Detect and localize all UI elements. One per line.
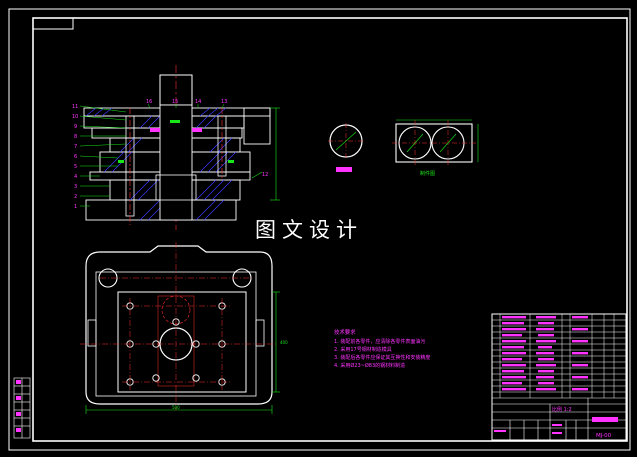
callout-15: 15 <box>172 99 178 105</box>
watermark: 图文设计 <box>255 218 363 242</box>
title-block: 比例 1:2 MJ-00 <box>491 313 627 441</box>
callout-10: 10 <box>72 114 78 120</box>
plan-view: 500 400 <box>80 242 288 414</box>
callout-11: 11 <box>72 104 78 110</box>
section-view: 11 10 9 8 7 6 5 4 3 2 1 16 15 14 13 12 <box>72 65 280 230</box>
callout-6: 6 <box>74 154 77 160</box>
drawing-frame <box>8 8 631 451</box>
note-2: 2. 采用17号钢材制造模具 <box>334 346 392 353</box>
callout-12: 12 <box>262 172 268 178</box>
note-3: 3. 装配后各零件应保证其互换性和安装精度 <box>334 354 430 361</box>
callout-3: 3 <box>74 184 77 190</box>
callout-5: 5 <box>74 164 77 170</box>
plan-width-dim: 500 <box>172 405 180 410</box>
scale-label: 比例 1:2 <box>552 406 572 413</box>
callout-4: 4 <box>74 174 77 180</box>
drawing-number: MJ-00 <box>596 433 612 439</box>
notes-title: 技术要求 <box>334 328 356 336</box>
callout-16: 16 <box>146 99 152 105</box>
callout-13: 13 <box>221 99 227 105</box>
callout-8: 8 <box>74 134 77 140</box>
callout-7: 7 <box>74 144 77 150</box>
part-caption: 制件图 <box>420 170 435 177</box>
callout-9: 9 <box>74 124 77 130</box>
part-views: 制件图 <box>328 119 479 177</box>
left-side-strip <box>13 377 31 439</box>
callout-2: 2 <box>74 194 77 200</box>
callout-14: 14 <box>195 99 201 105</box>
note-1: 1. 装配前各零件，应清除各零件表面油污 <box>334 338 425 345</box>
callout-1: 1 <box>74 204 77 210</box>
note-4: 4. 采用Ø23~Ø83的钢材料制造 <box>334 362 405 369</box>
technical-notes: 技术要求 1. 装配前各零件，应清除各零件表面油污 2. 采用17号钢材制造模具… <box>334 328 430 369</box>
plan-height-dim: 400 <box>280 340 288 345</box>
